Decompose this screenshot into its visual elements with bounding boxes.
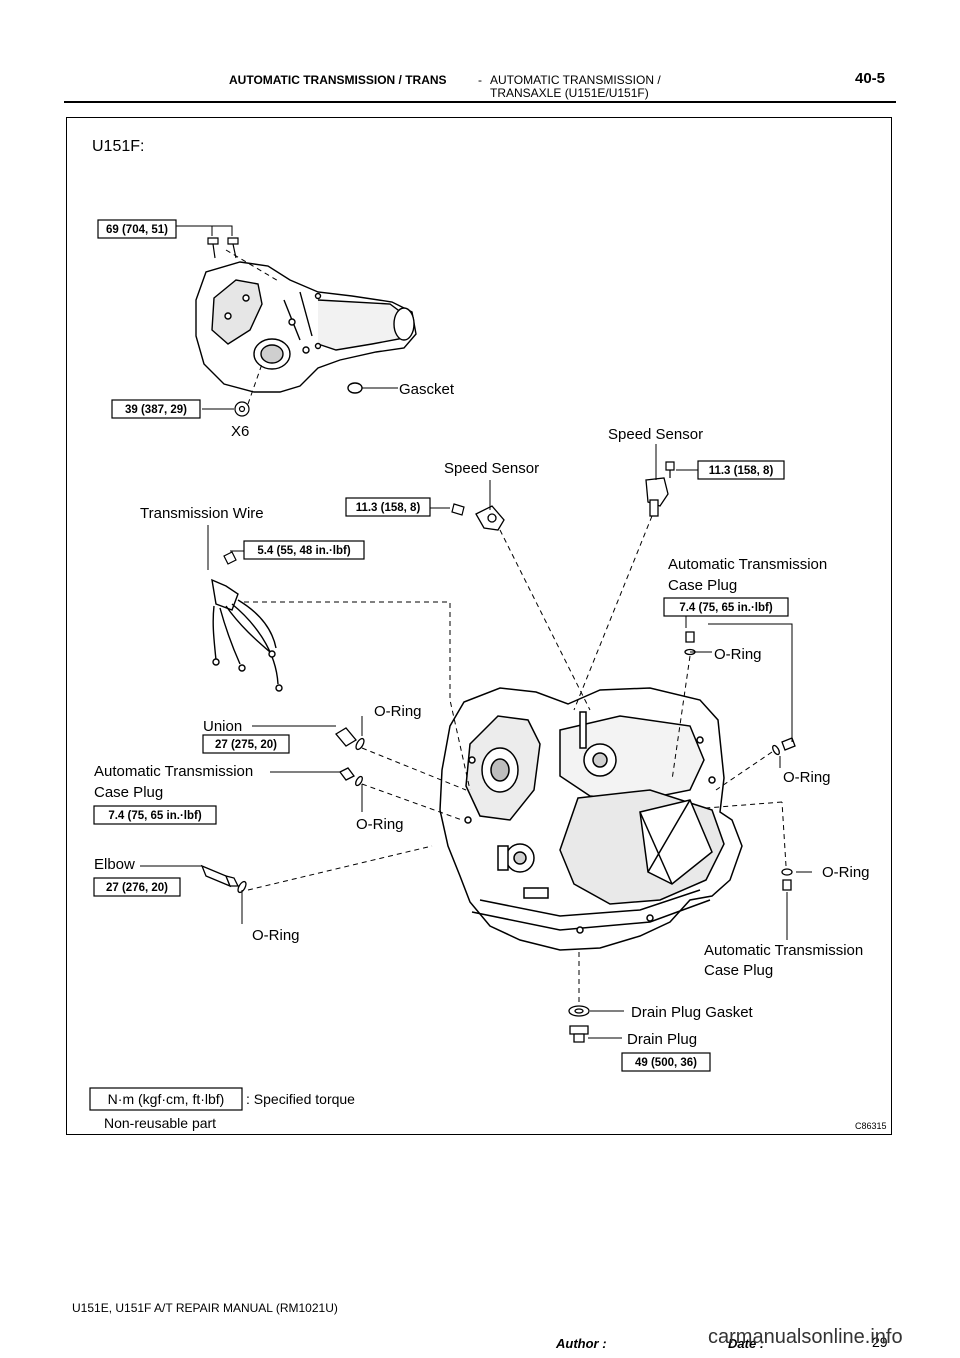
label-o-ring-right-mid: O-Ring xyxy=(783,769,831,786)
label-o-ring-union: O-Ring xyxy=(374,703,422,720)
case-plug-icon xyxy=(684,631,796,891)
torque-box: 49 (500, 36) xyxy=(621,1052,711,1072)
torque-11-3-right: 11.3 (158, 8) xyxy=(709,465,774,477)
date-label: Date : xyxy=(728,1336,765,1351)
bolt-icon xyxy=(223,551,237,565)
legend-non-reusable: Non-reusable part xyxy=(104,1115,216,1131)
bolt-icon xyxy=(207,237,239,259)
torque-box: 69 (704, 51) xyxy=(97,219,177,239)
gasket-icon xyxy=(347,382,363,394)
legend-specified-torque: : Specified torque xyxy=(246,1091,355,1107)
legend-unit-box: N·m (kgf·cm, ft·lbf) xyxy=(108,1091,225,1107)
model-label: U151F: xyxy=(92,138,144,155)
label-union: Union xyxy=(203,718,242,735)
page-number: 29 xyxy=(872,1334,888,1350)
torque-box: 7.4 (75, 65 in.·lbf) xyxy=(93,805,217,825)
transaxle-case xyxy=(439,687,743,951)
diagram-panel xyxy=(66,117,892,1135)
case-plug-icon xyxy=(339,767,363,787)
label-x6: X6 xyxy=(231,423,249,440)
torque-11-3-left: 11.3 (158, 8) xyxy=(356,502,421,514)
label-o-ring-right-top: O-Ring xyxy=(714,646,762,663)
torque-39: 39 (387, 29) xyxy=(125,404,187,416)
label-at-case-plug-bottom-2: Case Plug xyxy=(704,962,773,979)
header-rule xyxy=(64,101,896,103)
torque-27-elbow: 27 (276, 20) xyxy=(106,882,168,894)
label-gascket: Gascket xyxy=(399,381,455,398)
label-o-ring-elbow: O-Ring xyxy=(252,927,300,944)
union-fitting-icon xyxy=(335,727,365,751)
leader-lines xyxy=(140,225,812,1039)
watermark: carmanualsonline.info xyxy=(708,1326,903,1348)
header-left-title: AUTOMATIC TRANSMISSION / TRANS xyxy=(229,73,447,87)
torque-69: 69 (704, 51) xyxy=(106,224,168,236)
label-at-case-plug-left-2: Case Plug xyxy=(94,784,163,801)
legend: N·m (kgf·cm, ft·lbf) : Specified torque … xyxy=(89,1087,355,1131)
header-dash: - xyxy=(478,73,482,87)
label-speed-sensor-right: Speed Sensor xyxy=(608,426,703,443)
torque-49: 49 (500, 36) xyxy=(635,1057,697,1069)
alignment-lines xyxy=(225,249,787,1002)
drain-plug-icon xyxy=(568,1005,590,1043)
header-right-title-1: AUTOMATIC TRANSMISSION / xyxy=(490,73,661,87)
torque-box: 5.4 (55, 48 in.·lbf) xyxy=(243,540,365,560)
torque-box: 11.3 (158, 8) xyxy=(697,460,785,480)
torque-box: 39 (387, 29) xyxy=(111,399,201,419)
label-at-case-plug-bottom-1: Automatic Transmission xyxy=(704,942,863,959)
label-at-case-plug-right-1: Automatic Transmission xyxy=(668,556,827,573)
author-label: Author : xyxy=(556,1336,607,1351)
header-right-title-2: TRANSAXLE (U151E/U151F) xyxy=(490,86,649,100)
label-drain-plug-gasket: Drain Plug Gasket xyxy=(631,1004,754,1021)
section-number: 40-5 xyxy=(855,70,886,87)
manual-title: U151E, U151F A/T REPAIR MANUAL (RM1021U) xyxy=(72,1301,338,1315)
label-at-case-plug-left-1: Automatic Transmission xyxy=(94,763,253,780)
label-elbow: Elbow xyxy=(94,856,135,873)
torque-box: 7.4 (75, 65 in.·lbf) xyxy=(663,597,789,617)
torque-7-4-left: 7.4 (75, 65 in.·lbf) xyxy=(108,810,201,822)
label-transmission-wire: Transmission Wire xyxy=(140,505,264,522)
torque-box: 11.3 (158, 8) xyxy=(345,497,431,517)
torque-27-union: 27 (275, 20) xyxy=(215,739,277,751)
transfer-case xyxy=(195,261,417,393)
torque-box: 27 (275, 20) xyxy=(202,734,290,754)
nut-icon xyxy=(234,401,250,417)
bolt-icon xyxy=(451,461,675,516)
torque-5-4: 5.4 (55, 48 in.·lbf) xyxy=(257,545,350,557)
label-at-case-plug-right-2: Case Plug xyxy=(668,577,737,594)
elbow-fitting-icon xyxy=(200,864,247,894)
speed-sensor-icon xyxy=(475,477,669,531)
label-drain-plug: Drain Plug xyxy=(627,1031,697,1048)
transmission-wire-icon xyxy=(211,578,283,692)
label-o-ring-right-low: O-Ring xyxy=(822,864,870,881)
torque-7-4-right: 7.4 (75, 65 in.·lbf) xyxy=(679,602,772,614)
figure-code: C86315 xyxy=(855,1121,887,1131)
label-o-ring-left-mid: O-Ring xyxy=(356,816,404,833)
label-speed-sensor-left: Speed Sensor xyxy=(444,460,539,477)
torque-box: 27 (276, 20) xyxy=(93,877,181,897)
